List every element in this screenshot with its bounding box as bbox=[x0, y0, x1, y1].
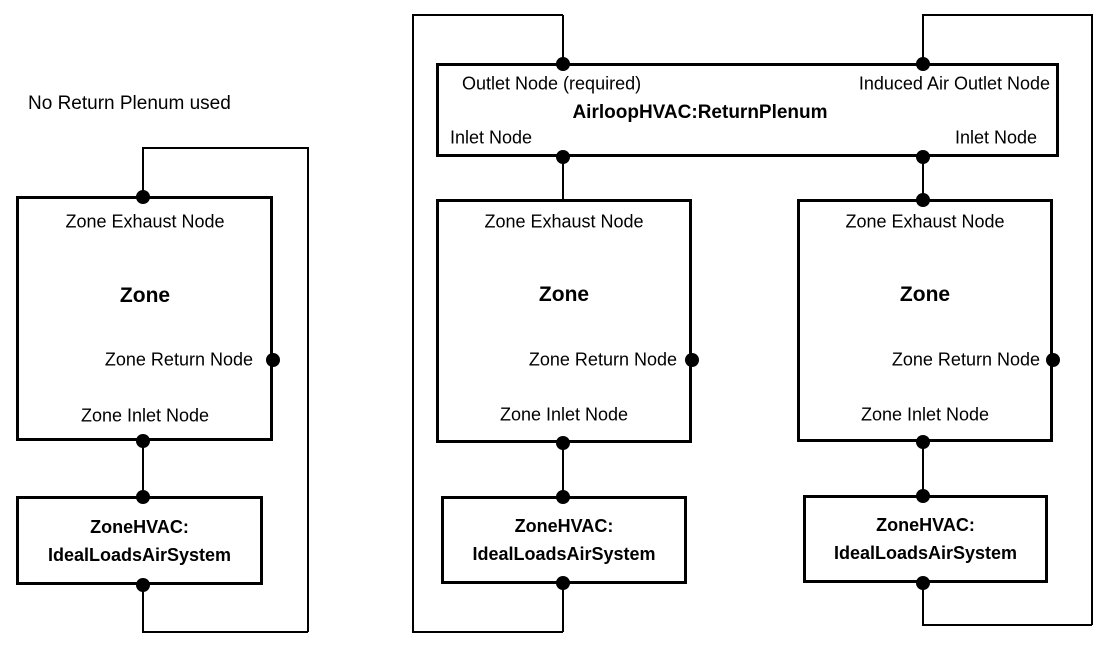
plenum-inlet-node-left-label: Inlet Node bbox=[450, 127, 533, 148]
right-zone-bottom-node-dot bbox=[916, 435, 930, 449]
plenum-outlet-node-dot bbox=[556, 57, 570, 71]
right-hvac-label-line1: ZoneHVAC: bbox=[876, 515, 975, 535]
middle-zone-return-node-label: Zone Return Node bbox=[528, 349, 677, 370]
right-zone-inlet-node-label: Zone Inlet Node bbox=[860, 404, 990, 425]
left-hvac-bottom-node-dot bbox=[136, 578, 150, 592]
return-plenum-box bbox=[436, 63, 1059, 157]
left-loop-bottom-line bbox=[142, 631, 308, 633]
left-zone-top-riser-line bbox=[142, 147, 144, 196]
right-zone-title: Zone bbox=[899, 283, 951, 306]
middle-hvac-label-line2: IdealLoadsAirSystem bbox=[472, 544, 656, 564]
left-zone-box bbox=[16, 196, 273, 441]
left-hvac-top-node-dot bbox=[136, 490, 150, 504]
plenum-outlet-node-label: Outlet Node (required) bbox=[462, 73, 642, 94]
left-zone-bottom-node-dot bbox=[136, 434, 150, 448]
plenum-title: AirloopHVAC:ReturnPlenum bbox=[572, 102, 828, 123]
middle-loop-left-line bbox=[412, 14, 414, 632]
right-zone-to-hvac-line bbox=[922, 442, 924, 495]
plenum-induced-riser-line bbox=[922, 15, 924, 64]
middle-zone-exhaust-node-label: Zone Exhaust Node bbox=[484, 211, 644, 232]
middle-hvac-bottom-node-dot bbox=[556, 576, 570, 590]
left-caption: No Return Plenum used bbox=[28, 93, 231, 114]
left-hvac-label-line2: IdealLoadsAirSystem bbox=[47, 544, 232, 565]
middle-hvac-bottom-riser-line bbox=[562, 583, 564, 632]
plenum-inlet-left-drop-line bbox=[562, 156, 564, 199]
right-loop-bottom-line bbox=[922, 624, 1092, 626]
right-zone-exhaust-node-label: Zone Exhaust Node bbox=[845, 211, 1005, 232]
left-hvac-bottom-riser-line bbox=[142, 585, 144, 632]
left-hvac-label-line1: ZoneHVAC: bbox=[90, 516, 189, 537]
plenum-induced-air-outlet-node-label: Induced Air Outlet Node bbox=[858, 73, 1050, 94]
left-zone-exhaust-node-label: Zone Exhaust Node bbox=[65, 211, 225, 232]
left-loop-top-line bbox=[142, 147, 308, 149]
middle-hvac-label-line1: ZoneHVAC: bbox=[514, 516, 614, 536]
left-zone-inlet-node-label: Zone Inlet Node bbox=[80, 405, 210, 426]
right-zone-return-node-label: Zone Return Node bbox=[891, 349, 1040, 370]
middle-hvac-box: ZoneHVAC: IdealLoadsAirSystem bbox=[441, 496, 687, 584]
left-zone-return-node-dot bbox=[266, 353, 280, 367]
right-loop-top-line bbox=[922, 14, 1092, 16]
right-hvac-top-node-dot bbox=[916, 489, 930, 503]
plenum-induced-outlet-node-dot bbox=[916, 57, 930, 71]
left-hvac-box: ZoneHVAC: IdealLoadsAirSystem bbox=[16, 496, 263, 585]
plenum-inlet-right-node-dot bbox=[916, 150, 930, 164]
right-hvac-bottom-riser-line bbox=[922, 583, 924, 625]
middle-zone-title: Zone bbox=[538, 283, 590, 306]
right-zone-return-node-dot bbox=[1046, 353, 1060, 367]
left-zone-to-hvac-line bbox=[142, 441, 144, 496]
right-hvac-label-line2: IdealLoadsAirSystem bbox=[833, 543, 1018, 563]
middle-hvac-top-node-dot bbox=[556, 490, 570, 504]
right-hvac-box: ZoneHVAC: IdealLoadsAirSystem bbox=[803, 495, 1048, 583]
plenum-inlet-left-node-dot bbox=[556, 150, 570, 164]
middle-zone-to-hvac-line bbox=[562, 443, 564, 496]
left-zone-title: Zone bbox=[119, 284, 171, 307]
right-loop-right-line bbox=[1091, 14, 1093, 625]
middle-zone-bottom-node-dot bbox=[556, 436, 570, 450]
plenum-inlet-right-drop-line bbox=[922, 156, 924, 199]
left-zone-return-node-label: Zone Return Node bbox=[104, 349, 253, 370]
plenum-inlet-node-right-label: Inlet Node bbox=[954, 127, 1037, 148]
middle-zone-return-node-dot bbox=[685, 353, 699, 367]
middle-zone-inlet-node-label: Zone Inlet Node bbox=[499, 404, 629, 425]
right-hvac-bottom-node-dot bbox=[916, 576, 930, 590]
left-loop-right-line bbox=[307, 147, 309, 632]
middle-loop-top-line bbox=[412, 14, 563, 16]
middle-loop-bottom-line bbox=[412, 631, 563, 633]
left-zone-top-node-dot bbox=[136, 190, 150, 204]
right-zone-top-node-dot bbox=[916, 193, 930, 207]
plenum-outlet-riser-line bbox=[562, 15, 564, 64]
